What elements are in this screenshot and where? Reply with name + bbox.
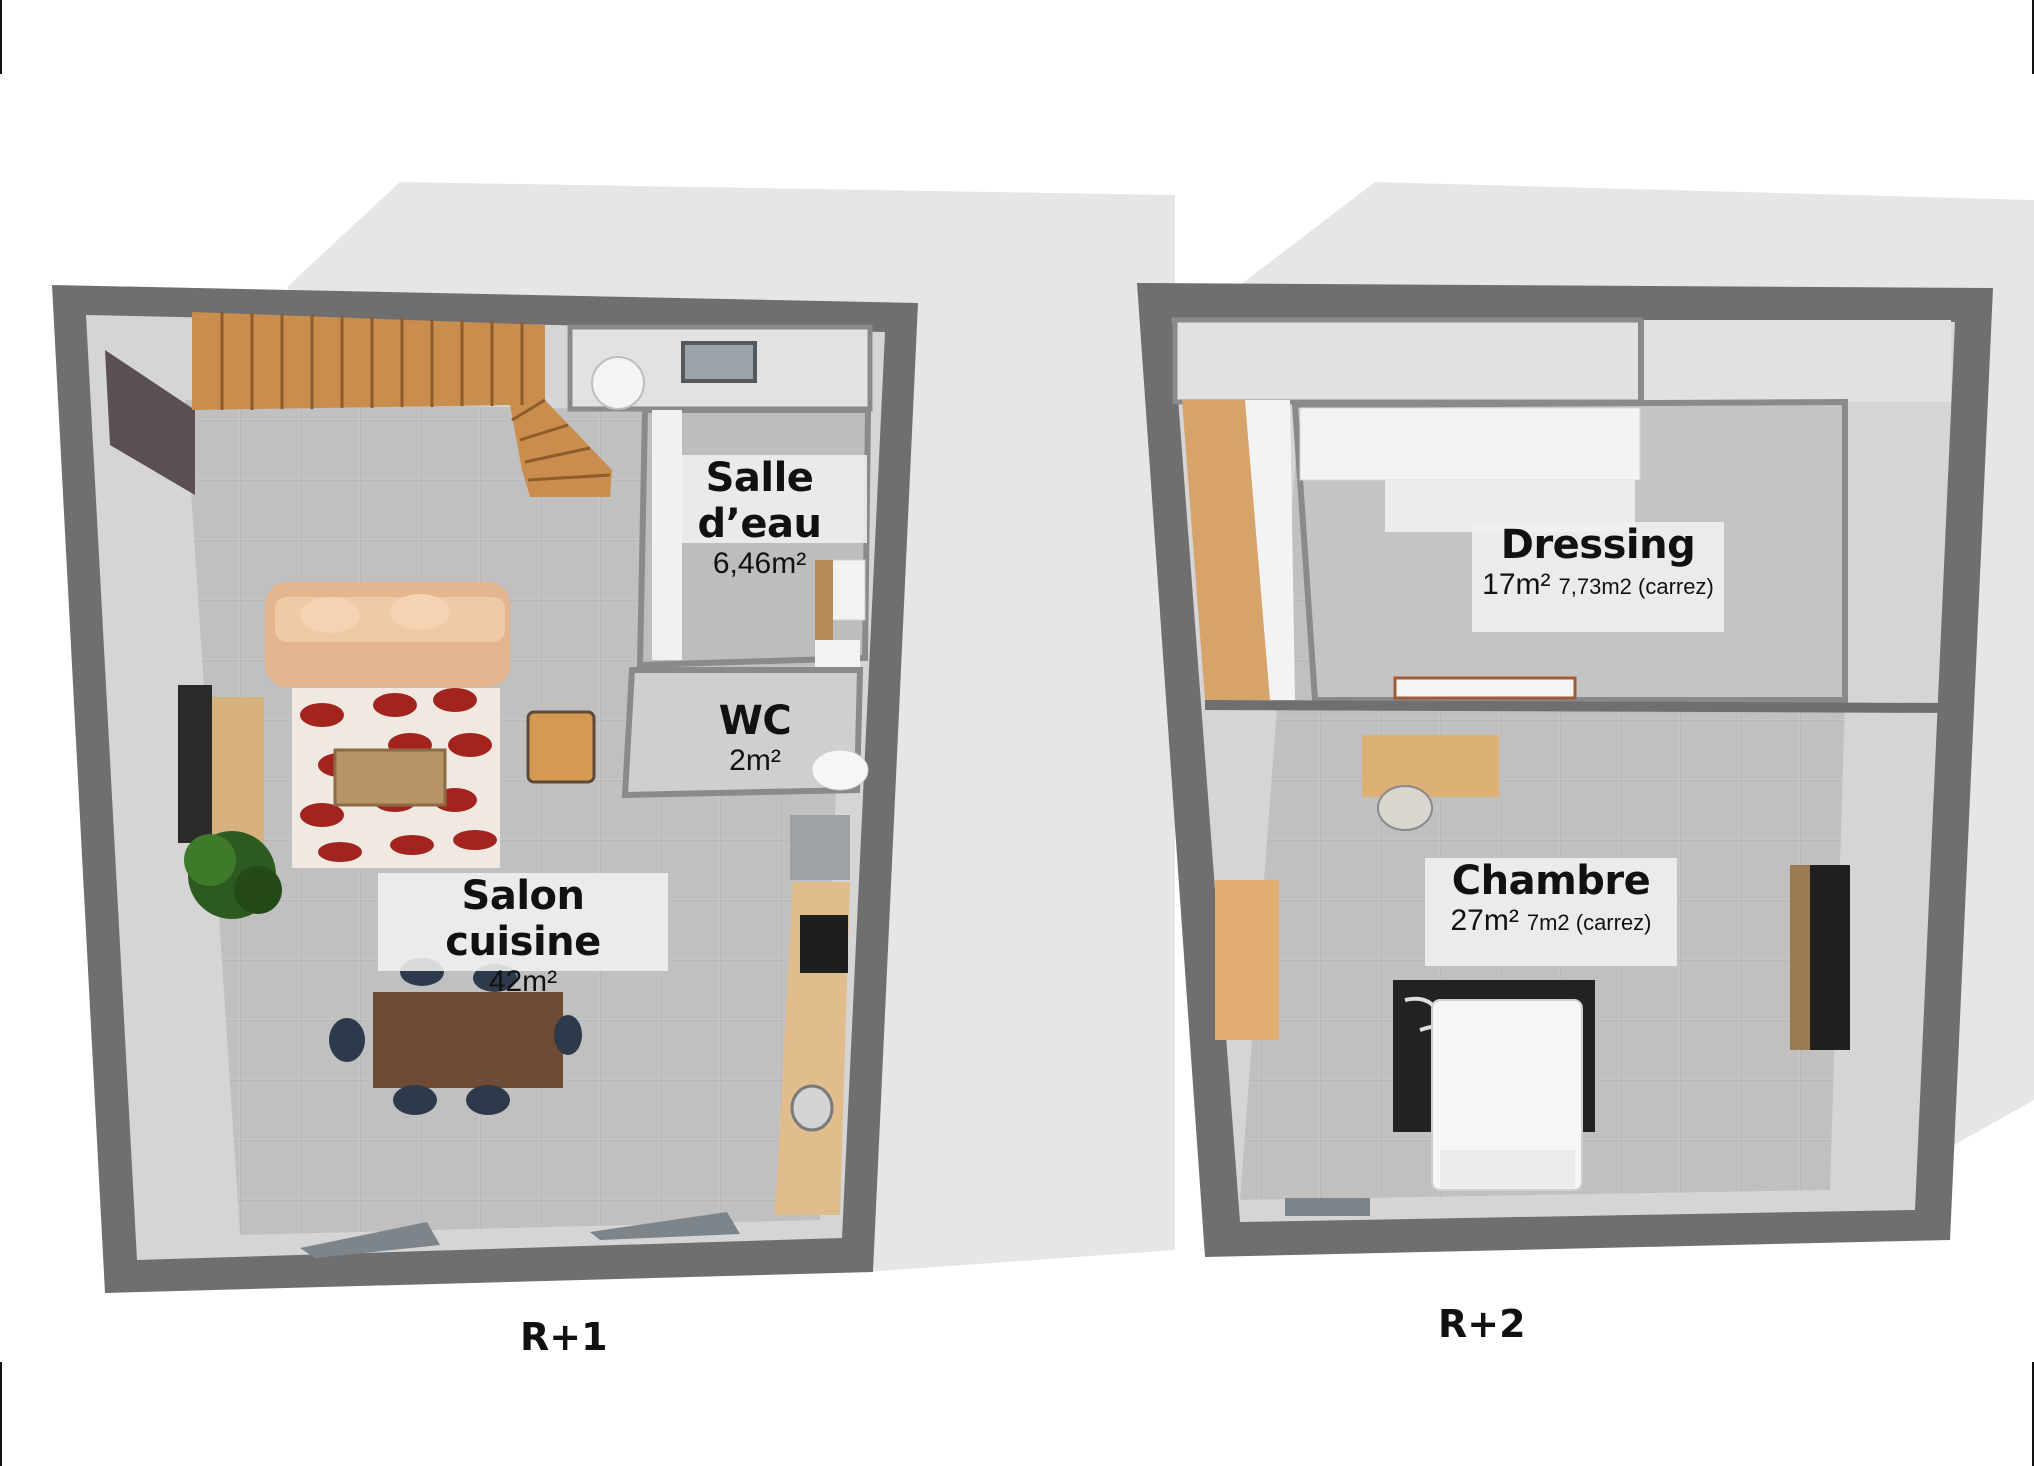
bath-cabinet-white bbox=[815, 640, 860, 672]
bath-cabinet bbox=[815, 560, 833, 640]
floor-r2 bbox=[1137, 182, 2034, 1257]
room-name: Chambre bbox=[1451, 858, 1651, 904]
dining-table bbox=[373, 992, 563, 1088]
dresser bbox=[1215, 880, 1279, 1040]
door bbox=[105, 350, 195, 495]
kitchen-sink bbox=[790, 1084, 834, 1132]
room-area: 42m² bbox=[488, 965, 558, 998]
bench bbox=[1393, 676, 1577, 700]
cooktop bbox=[800, 915, 848, 973]
dressing-wardrobe bbox=[1299, 407, 1641, 481]
staircase bbox=[192, 312, 612, 497]
floor-r1 bbox=[52, 182, 1175, 1293]
floor-title-r1: R+1 bbox=[520, 1315, 608, 1359]
plant bbox=[184, 831, 282, 919]
white-cabinet bbox=[1245, 400, 1295, 700]
room-label-dressing: Dressing 17m² 7,73m2 (carrez) bbox=[1472, 522, 1724, 632]
armchair bbox=[526, 710, 596, 784]
tv-console bbox=[212, 697, 264, 843]
skylight bbox=[681, 341, 757, 383]
room-name: Salon cuisine bbox=[445, 873, 601, 965]
sofa bbox=[265, 582, 510, 687]
border-mark bbox=[0, 0, 2, 74]
room-name: Dressing bbox=[1500, 522, 1696, 568]
dining-chairs bbox=[329, 958, 582, 1115]
window bbox=[590, 1212, 740, 1240]
room-area: 27m² bbox=[1450, 904, 1519, 937]
coffee-table bbox=[333, 748, 447, 807]
room-label-salle-d-eau: Salle d’eau 6,46m² bbox=[652, 455, 867, 580]
room-name: Salle d’eau bbox=[697, 455, 822, 547]
desk bbox=[1362, 735, 1499, 797]
office-chair bbox=[1377, 785, 1433, 831]
window bbox=[300, 1222, 440, 1258]
window bbox=[1285, 1198, 1370, 1216]
room-area: 2m² bbox=[729, 744, 781, 777]
toilet bbox=[811, 749, 869, 791]
wc-room bbox=[621, 667, 864, 799]
storage-strip bbox=[1172, 317, 1644, 405]
room-label-chambre: Chambre 27m² 7m2 (carrez) bbox=[1425, 858, 1677, 966]
fridge bbox=[790, 815, 850, 880]
bed bbox=[1431, 999, 1583, 1191]
room-area: 6,46m² bbox=[712, 547, 807, 580]
room-area: 17m² bbox=[1482, 568, 1551, 601]
room-label-salon-cuisine: Salon cuisine 42m² bbox=[378, 873, 668, 998]
storage-strip bbox=[1641, 320, 1951, 402]
washer bbox=[591, 356, 645, 410]
room-name: WC bbox=[718, 698, 792, 744]
bed-pillows bbox=[1440, 1150, 1575, 1188]
border-mark bbox=[0, 1362, 2, 1466]
room-area-carrez: 7,73m2 (carrez) bbox=[1558, 574, 1714, 599]
floor-title-r2: R+2 bbox=[1438, 1302, 1526, 1346]
bookshelf-side bbox=[1790, 865, 1810, 1050]
border-mark bbox=[2032, 0, 2034, 74]
border-mark bbox=[2032, 1362, 2034, 1466]
tv bbox=[178, 685, 212, 843]
room-label-wc: WC 2m² bbox=[700, 698, 810, 786]
room-area-carrez: 7m2 (carrez) bbox=[1526, 910, 1652, 935]
partition-wall bbox=[1204, 700, 1953, 713]
wood-cabinet bbox=[1182, 400, 1270, 700]
